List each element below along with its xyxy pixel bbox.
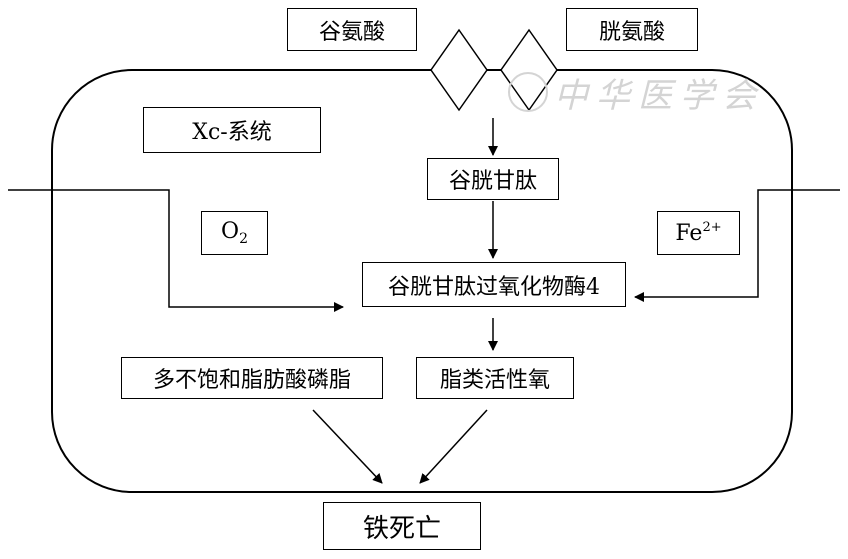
cystine-label: 胱氨酸 [598,19,665,45]
iron-superscript: 2+ [702,220,722,235]
arrow-ros-to-ferroptosis [419,409,488,484]
gpx4-label: 谷胱甘肽过氧化物酶4 [388,274,600,300]
xc-system-box: Xc-系统 [143,107,321,153]
watermark-seal-icon [508,72,548,112]
glutathione-label: 谷胱甘肽 [448,169,537,194]
cystine-box: 胱氨酸 [566,8,698,51]
glutamate-box: 谷氨酸 [287,8,417,51]
glutathione-box: 谷胱甘肽 [427,158,559,200]
oxygen-label: O2 [221,219,248,247]
oxygen-symbol: O [221,219,240,244]
iron-symbol: Fe [675,221,703,246]
oxygen-box: O2 [201,211,268,255]
glutamate-label: 谷氨酸 [318,19,385,45]
oxygen-subscript: 2 [239,231,248,247]
lipid-ros-box: 脂类活性氧 [416,357,574,399]
pufa-label: 多不饱和脂肪酸磷脂 [152,368,351,393]
iron-label: Fe2+ [675,220,721,246]
lipid-ros-label: 脂类活性氧 [439,368,550,393]
iron-box: Fe2+ [657,211,740,255]
watermark-text: 中华医学会 [554,75,764,116]
arrow-pufa-to-ferroptosis [312,409,383,484]
transporter-left [430,28,488,112]
gpx4-box: 谷胱甘肽过氧化物酶4 [362,262,626,307]
ferroptosis-box: 铁死亡 [323,502,481,550]
arrow-right-pathway [634,189,840,302]
pufa-box: 多不饱和脂肪酸磷脂 [121,357,383,399]
xc-system-label: Xc-系统 [192,120,272,145]
cell-membrane [51,69,793,493]
arrow-left-pathway [8,189,344,312]
ferroptosis-label: 铁死亡 [362,513,441,544]
watermark: 中华医学会 [508,62,798,122]
